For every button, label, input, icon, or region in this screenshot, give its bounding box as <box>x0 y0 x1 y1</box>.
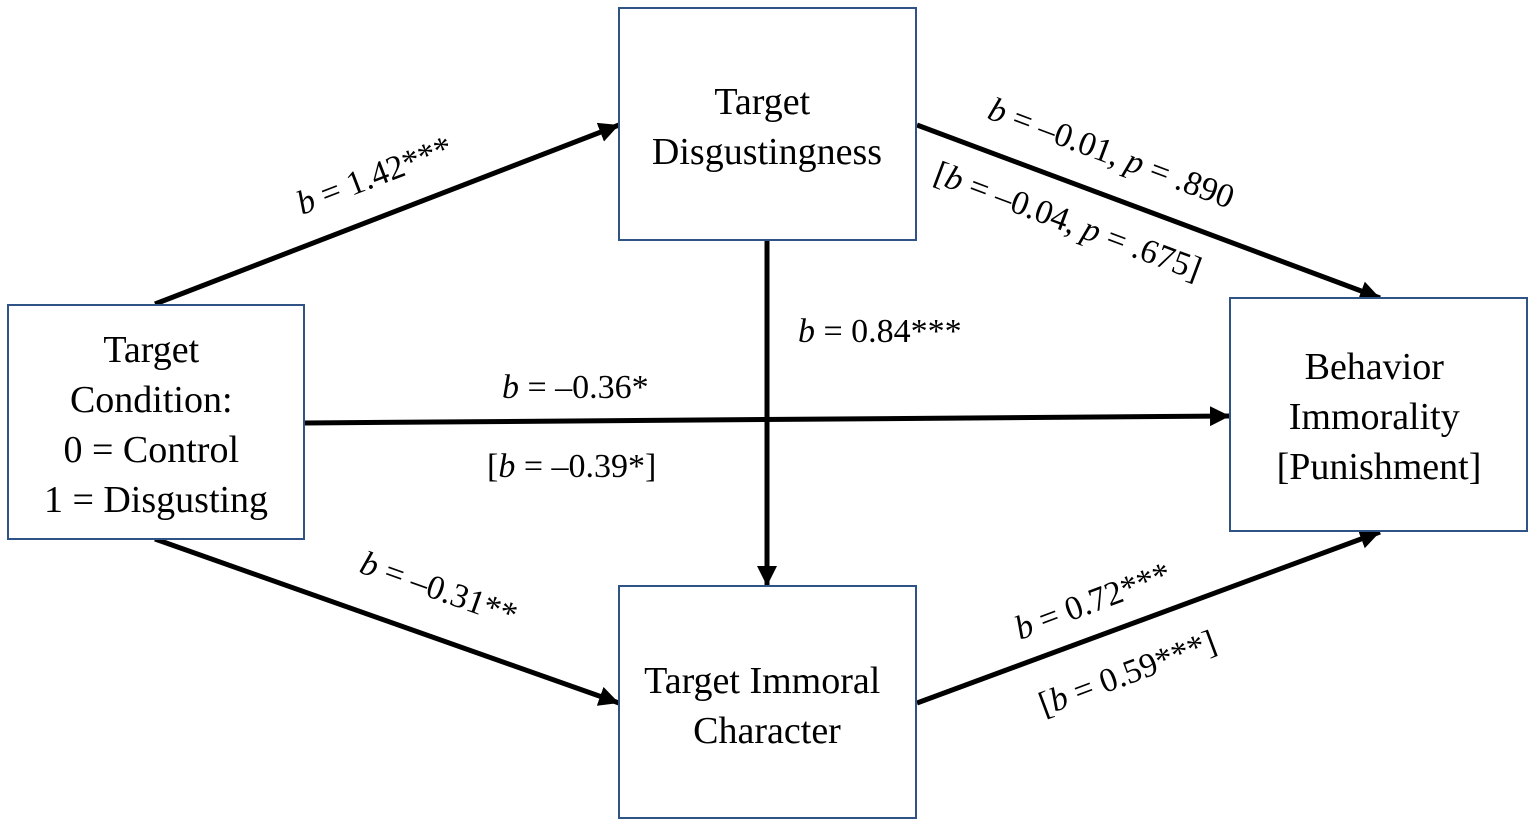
node-target-disgustingness-box <box>618 7 917 241</box>
p-value: = .890 <box>1137 148 1240 216</box>
node-target-immoral-character-box <box>618 585 917 819</box>
coef-value: = 1.42*** <box>307 129 457 216</box>
node-behavior-immorality-line-2: Immorality <box>1289 396 1460 438</box>
label-condition-to-behavior-1: b = –0.36* <box>502 369 649 406</box>
node-behavior-immorality-line-3: [Punishment] <box>1277 446 1482 488</box>
node-target-immoral-character-line-1: Target Immoral <box>644 660 880 702</box>
node-target-condition-line-3: 0 = Control <box>63 429 239 471</box>
arrow-condition-to-character <box>154 536 620 706</box>
arrow-condition-to-behavior <box>303 406 1231 427</box>
label-character-to-behavior-1: b = 0.72*** <box>1010 556 1176 648</box>
node-target-condition: Target Condition: 0 = Control 1 = Disgus… <box>7 304 305 540</box>
arrow-character-to-behavior <box>916 529 1381 706</box>
arrow-disgustingness-to-behavior <box>916 122 1381 301</box>
node-behavior-immorality: Behavior Immorality [Punishment] <box>1229 297 1528 532</box>
label-character-to-behavior-2: [b = 0.59***] <box>1034 624 1221 724</box>
node-target-condition-box <box>7 304 305 540</box>
node-target-disgustingness: Target Disgustingness <box>618 7 917 241</box>
node-target-immoral-character-label: Target Immoral Character <box>644 660 890 752</box>
node-target-condition-label: Target Condition: 0 = Control 1 = Disgus… <box>44 329 268 521</box>
node-behavior-immorality-box <box>1229 297 1528 532</box>
node-behavior-immorality-line-1: Behavior <box>1305 346 1445 388</box>
label-disgustingness-to-character: b = 0.84*** <box>798 313 962 350</box>
coef-value: = –0.39*] <box>515 448 656 485</box>
coef-value: = 0.72*** <box>1026 556 1176 642</box>
node-target-disgustingness-line-1: Target <box>714 81 810 123</box>
label-condition-to-disgustingness: b = 1.42*** <box>292 129 458 222</box>
coef-value: = 0.59***] <box>1060 624 1221 714</box>
arrow-condition-to-disgustingness <box>154 122 620 307</box>
node-target-disgustingness-line-2: Disgustingness <box>652 131 882 173</box>
node-target-immoral-character-line-2: Character <box>693 710 841 752</box>
node-target-disgustingness-label: Target Disgustingness <box>652 81 882 173</box>
node-target-condition-line-1: Target <box>103 329 199 371</box>
coef-symbol: b <box>798 313 815 350</box>
node-target-immoral-character: Target Immoral Character <box>618 585 917 819</box>
coef-value: = –0.04, <box>956 165 1090 245</box>
coef-value: = –0.36* <box>519 369 649 406</box>
node-target-condition-line-4: 1 = Disgusting <box>44 479 268 521</box>
coef-symbol: b <box>498 448 515 485</box>
label-condition-to-behavior-2: [b = –0.39*] <box>487 448 656 485</box>
node-target-condition-line-2: Condition: <box>70 379 233 421</box>
node-behavior-immorality-label: Behavior Immorality [Punishment] <box>1277 346 1482 488</box>
coef-value: = 0.84*** <box>815 313 962 350</box>
coef-symbol: b <box>502 369 519 406</box>
bracket-open: [ <box>487 448 498 485</box>
